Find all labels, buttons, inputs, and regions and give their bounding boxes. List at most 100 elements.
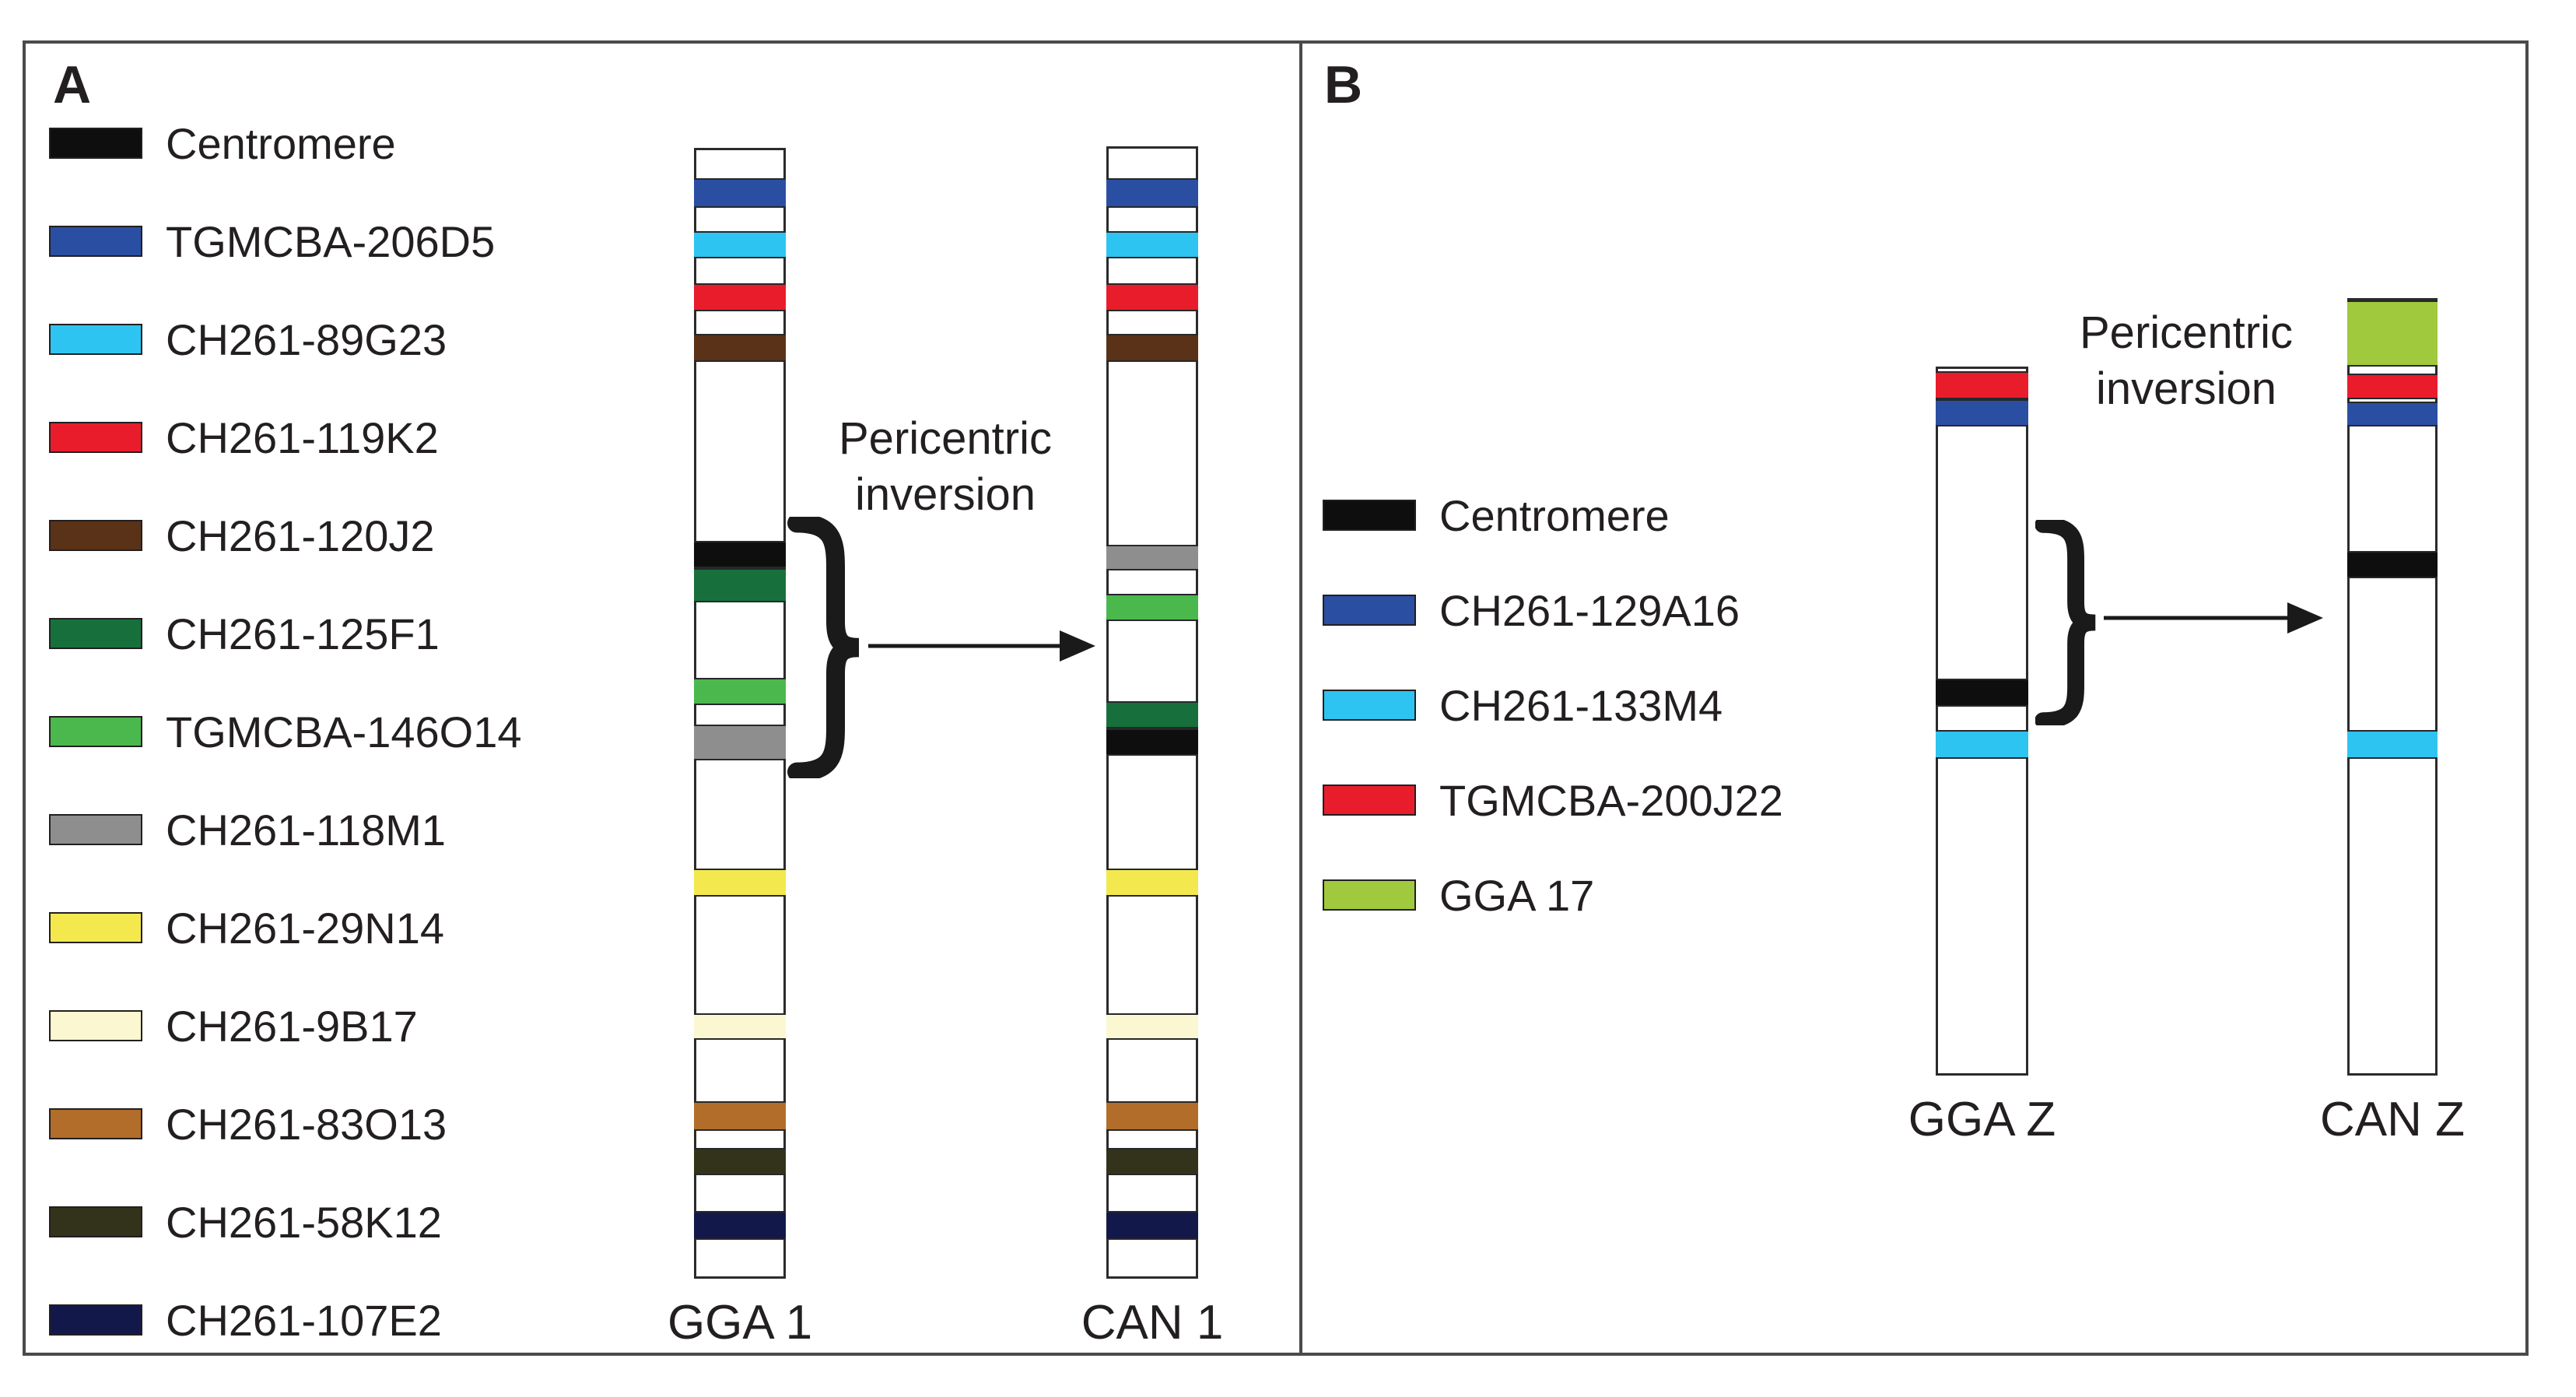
inversion-brace-icon xyxy=(2035,520,2096,725)
legend-item: CH261-133M4 xyxy=(1323,681,1723,730)
legend-item: CH261-119K2 xyxy=(49,413,439,462)
band-ch261-119k2 xyxy=(694,283,786,311)
legend-item: CH261-9B17 xyxy=(49,1002,418,1051)
band-gga-17 xyxy=(2347,300,2438,367)
legend-item: TGMCBA-206D5 xyxy=(49,217,495,266)
chromosome-gga1: GGA 1 xyxy=(668,148,812,1350)
annotation-line1: Pericentric xyxy=(839,413,1052,464)
band-tgmcba-146o14 xyxy=(694,678,786,705)
legend-item-label: TGMCBA-200J22 xyxy=(1439,775,1783,825)
legend-item-label: CH261-29N14 xyxy=(166,903,444,953)
legend-item: Centromere xyxy=(49,119,396,168)
band-ch261-129a16 xyxy=(2347,402,2438,426)
legend-item: CH261-29N14 xyxy=(49,904,444,953)
legend-swatch xyxy=(1323,784,1416,816)
chromosome-can1: CAN 1 xyxy=(1081,146,1223,1350)
legend-item: CH261-89G23 xyxy=(49,315,447,364)
figure-border xyxy=(23,40,2529,1356)
annotation-line2: inversion xyxy=(2095,363,2277,414)
band-ch261-125f1 xyxy=(1106,701,1198,728)
band-ch261-29n14 xyxy=(1106,869,1198,897)
legend-swatch xyxy=(49,1206,142,1237)
band-ch261-107e2 xyxy=(1106,1211,1198,1240)
band-tgmcba-206d5 xyxy=(694,178,786,208)
legend-swatch xyxy=(1323,690,1416,721)
band-centromere xyxy=(694,541,786,568)
legend-swatch xyxy=(49,912,142,943)
legend-swatch xyxy=(49,618,142,649)
band-tgmcba-200j22 xyxy=(1936,371,2028,399)
band-ch261-120j2 xyxy=(1106,334,1198,362)
legend-item-label: GGA 17 xyxy=(1439,870,1595,920)
legend-swatch xyxy=(1323,595,1416,626)
band-ch261-9b17 xyxy=(694,1013,786,1040)
legend-item-label: CH261-118M1 xyxy=(166,805,447,855)
legend-swatch xyxy=(49,226,142,257)
annotation-line2: inversion xyxy=(854,469,1036,520)
legend-item-label: CH261-125F1 xyxy=(166,609,440,658)
band-centromere xyxy=(1936,679,2028,707)
legend-item-label: Centromere xyxy=(1439,490,1670,540)
band-ch261-89g23 xyxy=(1106,231,1198,258)
band-ch261-125f1 xyxy=(694,568,786,602)
legend-item-label: CH261-58K12 xyxy=(166,1197,442,1247)
band-centromere xyxy=(1106,728,1198,756)
band-ch261-120j2 xyxy=(694,334,786,362)
legend-item-label: CH261-89G23 xyxy=(166,314,447,364)
legend-item: TGMCBA-200J22 xyxy=(1323,776,1783,825)
band-ch261-29n14 xyxy=(694,869,786,897)
band-ch261-133m4 xyxy=(1936,730,2028,759)
legend-swatch xyxy=(49,324,142,355)
legend-item: CH261-58K12 xyxy=(49,1198,442,1247)
legend-swatch xyxy=(49,716,142,747)
band-ch261-133m4 xyxy=(2347,730,2438,759)
chromosome-name-label: GGA Z xyxy=(1908,1093,2056,1146)
band-ch261-83o13 xyxy=(694,1101,786,1131)
band-ch261-129a16 xyxy=(1936,399,2028,426)
panel-a-inversion-annotation: Pericentric inversion xyxy=(782,411,1109,523)
band-ch261-58k12 xyxy=(694,1148,786,1175)
panel-divider xyxy=(1299,40,1302,1356)
band-centromere xyxy=(2347,551,2438,578)
legend-item-label: CH261-129A16 xyxy=(1439,585,1740,635)
panel-b-inversion-annotation: Pericentric inversion xyxy=(2023,305,2350,417)
chromosome-name-label: CAN 1 xyxy=(1081,1296,1224,1350)
legend-swatch xyxy=(49,1304,142,1336)
band-ch261-9b17 xyxy=(1106,1013,1198,1040)
inversion-brace-icon xyxy=(787,517,860,778)
legend-swatch xyxy=(1323,500,1416,531)
chromosome-name-label: GGA 1 xyxy=(667,1296,813,1350)
panel-a-label: A xyxy=(53,55,92,114)
legend-swatch xyxy=(49,814,142,845)
chromosome-canz: CAN Z xyxy=(2320,298,2465,1146)
legend-item: Centromere xyxy=(1323,491,1670,540)
legend-item: CH261-125F1 xyxy=(49,609,440,658)
band-ch261-83o13 xyxy=(1106,1101,1198,1131)
legend-item-label: CH261-9B17 xyxy=(166,1001,418,1051)
band-tgmcba-200j22 xyxy=(2347,374,2438,399)
band-ch261-58k12 xyxy=(1106,1148,1198,1175)
band-tgmcba-206d5 xyxy=(1106,178,1198,208)
annotation-line1: Pericentric xyxy=(2080,307,2293,358)
legend-swatch xyxy=(49,1010,142,1041)
chromosome-ggaz: GGA Z xyxy=(1908,367,2056,1146)
legend-swatch xyxy=(1323,879,1416,911)
legend-item-label: CH261-120J2 xyxy=(166,511,435,560)
band-ch261-89g23 xyxy=(694,231,786,258)
band-tgmcba-146o14 xyxy=(1106,594,1198,621)
legend-item: CH261-129A16 xyxy=(1323,586,1740,635)
legend-item-label: CH261-107E2 xyxy=(166,1295,442,1345)
band-ch261-118m1 xyxy=(1106,545,1198,570)
legend-item: TGMCBA-146O14 xyxy=(49,707,522,756)
legend-swatch xyxy=(49,1108,142,1139)
band-ch261-119k2 xyxy=(1106,283,1198,311)
legend-item-label: Centromere xyxy=(166,118,396,168)
legend-item: CH261-107E2 xyxy=(49,1296,442,1345)
legend-item-label: CH261-119K2 xyxy=(166,412,439,462)
legend-item: CH261-120J2 xyxy=(49,511,435,560)
legend-item: GGA 17 xyxy=(1323,871,1594,920)
legend-item-label: TGMCBA-146O14 xyxy=(166,707,522,756)
legend-swatch xyxy=(49,422,142,453)
legend-item-label: CH261-133M4 xyxy=(1439,680,1723,730)
